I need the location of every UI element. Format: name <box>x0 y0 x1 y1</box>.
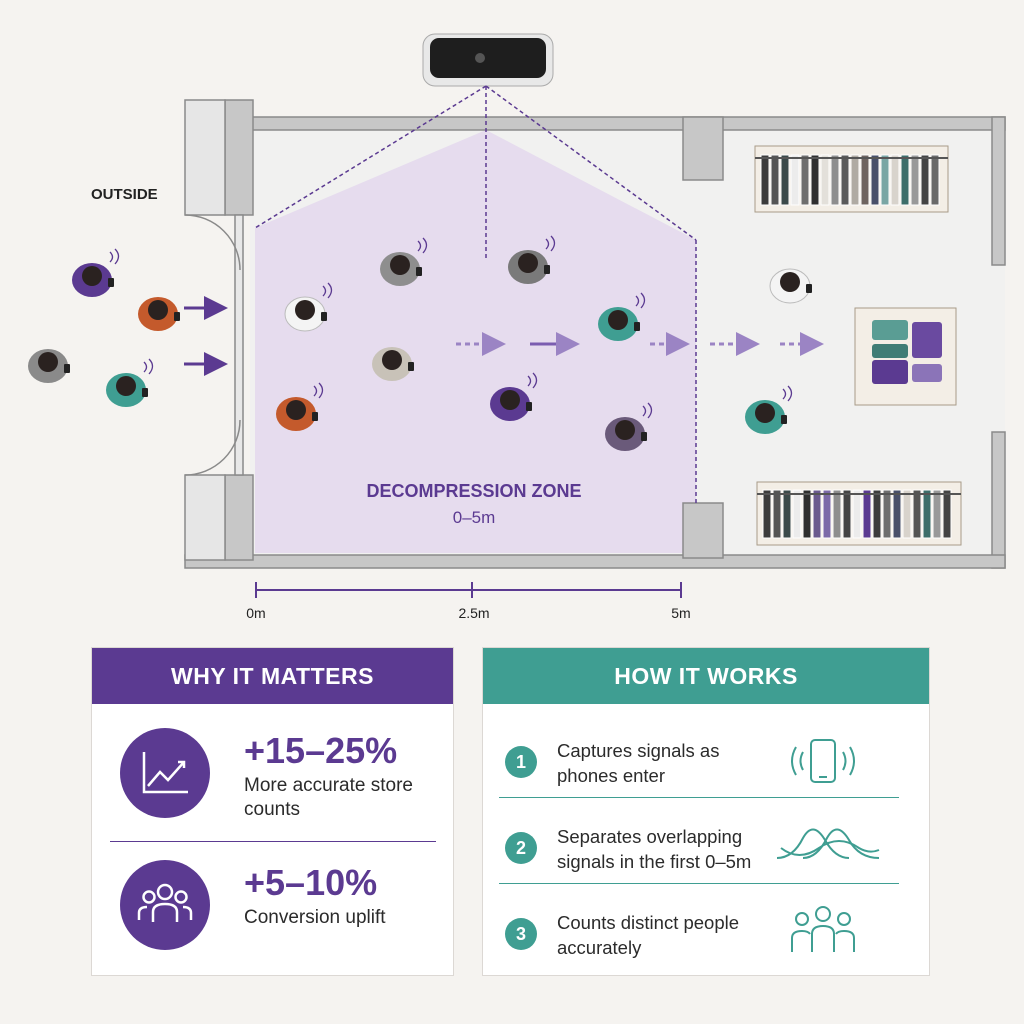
ceiling-sensor-device <box>422 33 554 87</box>
divider <box>499 797 899 798</box>
step-text: Counts distinct people accurately <box>557 912 740 958</box>
person <box>598 292 646 341</box>
stat-description: More accurate store counts <box>244 775 413 820</box>
distance-scale <box>255 582 682 598</box>
stat-description: Conversion uplift <box>244 907 386 928</box>
step-text: Separates overlapping signals in the fir… <box>557 826 752 872</box>
scale-label: 2.5m <box>458 605 489 621</box>
person <box>745 385 793 434</box>
person <box>490 372 538 421</box>
divider <box>499 883 899 884</box>
zone-range: 0–5m <box>453 508 496 527</box>
step-count: 3 Counts distinct people accurately <box>483 904 929 988</box>
how-it-works-panel: HOW IT WORKS 1 Captures signals as phone… <box>482 647 930 976</box>
clothing-rack-top <box>754 145 949 213</box>
outside-label: OUTSIDE <box>91 186 158 203</box>
display-table <box>854 307 957 406</box>
scale-label: 0m <box>246 605 265 621</box>
person <box>276 382 324 431</box>
phone-signal-icon <box>791 739 855 783</box>
how-it-works-header: HOW IT WORKS <box>483 648 929 704</box>
stat-value: +5–10% <box>244 862 378 903</box>
why-it-matters-header: WHY IT MATTERS <box>92 648 453 704</box>
store-floor-plan: OUTSIDE DECOMPRESSION ZONE 0–5m 0m 2.5m … <box>28 33 1006 621</box>
decompression-zone <box>255 130 696 553</box>
step-number: 2 <box>505 832 537 864</box>
entrance-door <box>184 214 244 476</box>
person <box>372 347 414 381</box>
step-number: 3 <box>505 918 537 950</box>
step-text: Captures signals as phones enter <box>557 740 720 786</box>
step-number: 1 <box>505 746 537 778</box>
person <box>769 268 812 304</box>
people-group-icon <box>120 860 210 950</box>
person <box>380 237 428 286</box>
stat-conversion: +5–10% Conversion uplift <box>92 860 453 972</box>
clothing-rack-bottom <box>756 481 962 546</box>
person <box>284 282 333 332</box>
person <box>138 297 180 331</box>
divider <box>110 841 436 842</box>
person <box>72 248 120 297</box>
sensor-coverage-lines <box>254 85 697 505</box>
people-in-store <box>28 235 812 451</box>
scale-label: 5m <box>671 605 690 621</box>
flow-arrows <box>184 296 824 376</box>
trend-up-chart-icon <box>120 728 210 818</box>
people-outline-icon <box>791 906 855 952</box>
person <box>508 235 556 284</box>
step-capture: 1 Captures signals as phones enter <box>483 732 929 816</box>
overlapping-waves-icon <box>776 828 880 859</box>
why-it-matters-panel: WHY IT MATTERS +15–25% More accurate sto… <box>91 647 454 976</box>
stat-accuracy: +15–25% More accurate store counts <box>92 728 453 840</box>
step-separate: 2 Separates overlapping signals in the f… <box>483 818 929 902</box>
zone-title: DECOMPRESSION ZONE <box>366 481 581 501</box>
store-walls <box>184 99 1006 569</box>
person <box>605 402 653 451</box>
person <box>28 349 70 383</box>
stat-value: +15–25% <box>244 730 398 771</box>
person <box>106 358 154 407</box>
